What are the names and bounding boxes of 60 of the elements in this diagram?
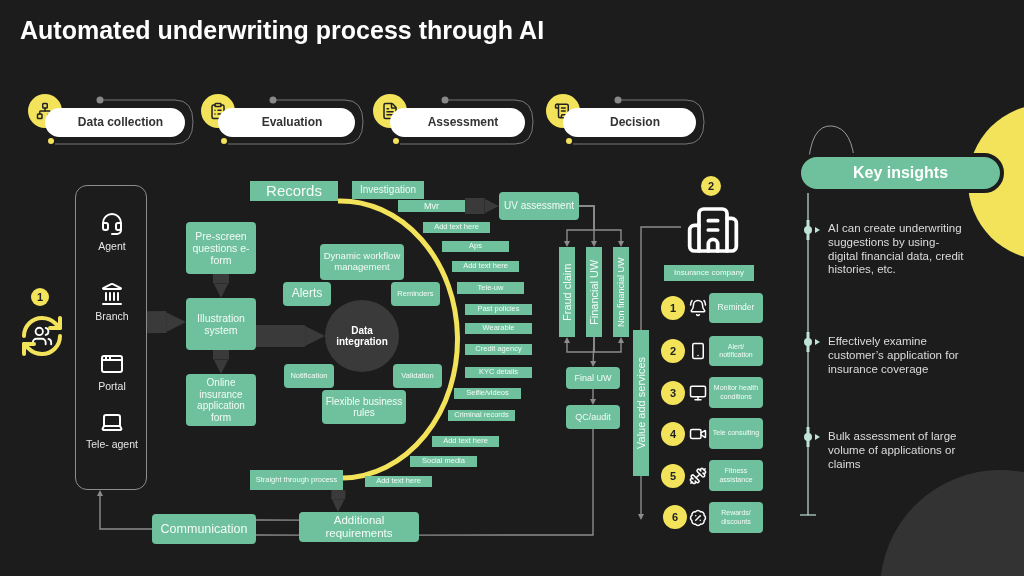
number-badge: 1	[31, 288, 49, 306]
process-box: Fraud claim	[559, 247, 575, 337]
channel-label: Portal	[98, 380, 126, 393]
process-box: Online insurance application form	[186, 374, 256, 426]
number-badge: 1	[661, 296, 685, 320]
connector-line	[418, 428, 594, 536]
stage-pill: Evaluation	[218, 108, 355, 137]
data-source-tag: Insurance company	[664, 265, 754, 281]
process-box: Communication	[152, 514, 256, 544]
block-arrow	[331, 489, 346, 512]
process-box: Pre-screen questions e-form	[186, 222, 256, 274]
channel-label: Agent	[98, 240, 126, 253]
arrow	[97, 490, 153, 530]
process-box: Alerts	[283, 282, 331, 306]
insight-text: Effectively examine customer’s application for insurance coverage	[828, 335, 960, 377]
number-badge: 2	[661, 339, 685, 363]
channel-label: Tele- agent	[86, 438, 138, 451]
block-arrow	[213, 350, 229, 374]
block-arrow	[465, 198, 499, 214]
channel-label: Branch	[95, 310, 129, 323]
stage-pill: Assessment	[390, 108, 525, 137]
connector-line	[255, 534, 300, 536]
arrow	[578, 205, 624, 247]
arrow	[638, 475, 644, 520]
connector-line	[640, 226, 682, 331]
arrow	[590, 336, 597, 367]
channel-panel	[75, 185, 147, 490]
arrow	[593, 336, 624, 353]
process-box: Final UW	[566, 367, 620, 389]
process-box: QC/audit	[566, 405, 620, 429]
arrow	[564, 336, 595, 353]
process-box: Flexible business rules	[322, 390, 406, 424]
number-badge: 4	[661, 422, 685, 446]
number-badge: 5	[661, 464, 685, 488]
process-box: Dynamic workflow management	[320, 244, 404, 280]
data-source-tag: Records	[250, 181, 338, 201]
data-source-tag: Investigation	[352, 181, 424, 199]
number-badge: 6	[663, 505, 687, 529]
block-arrow	[146, 311, 186, 334]
stage-pill: Decision	[563, 108, 696, 137]
process-box: Non financial UW	[613, 247, 629, 337]
block-arrow	[213, 274, 229, 298]
data-source-tag: Mvr	[398, 200, 465, 212]
insight-text: AI can create underwriting suggestions by using- digital financial data, credit histories, etc.	[828, 222, 965, 278]
process-box: Reminder	[709, 293, 763, 323]
process-box: Illustration system	[186, 298, 256, 350]
page-title: Automated underwriting process through AI	[20, 16, 545, 45]
number-badge: 3	[661, 381, 685, 405]
process-box: Additional requirements	[299, 512, 419, 542]
insight-text: Bulk assessment of large volume of applications or claims	[828, 430, 958, 472]
number-badge: 2	[701, 176, 721, 196]
connector-line	[255, 519, 300, 521]
stage-pill: Data collection	[45, 108, 185, 137]
process-box: UV assessment	[499, 192, 579, 220]
arc-line	[337, 198, 460, 481]
block-arrow	[256, 325, 325, 347]
arrow	[590, 388, 596, 405]
hub-circle: Data integration	[325, 300, 399, 372]
process-box: Value add services	[633, 330, 649, 476]
process-box: Financial UW	[586, 247, 602, 337]
